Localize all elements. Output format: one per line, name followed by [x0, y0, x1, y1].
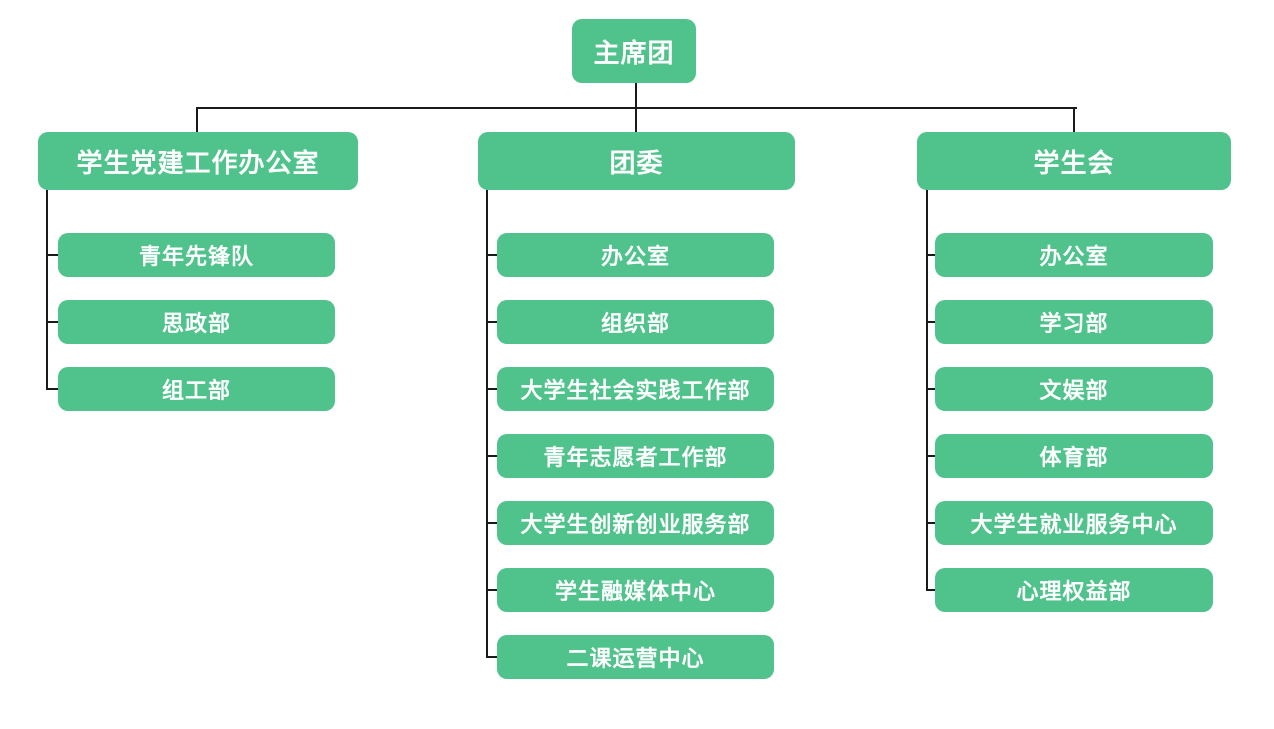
child-node-2-4: 青年志愿者工作部 — [497, 434, 774, 478]
connector-drop-branch-3 — [1073, 107, 1075, 133]
connector-branch1-stub-2 — [46, 321, 58, 323]
connector-root-stem — [635, 83, 637, 109]
child-node-2-6: 学生融媒体中心 — [497, 568, 774, 612]
child-node-3-3: 文娱部 — [935, 367, 1213, 411]
child-node-3-4: 体育部 — [935, 434, 1213, 478]
child-node-3-2: 学习部 — [935, 300, 1213, 344]
child-node-1-1: 青年先锋队 — [58, 233, 335, 277]
child-node-2-2: 组织部 — [497, 300, 774, 344]
connector-branch3-stub-5 — [926, 522, 935, 524]
child-node-2-7: 二课运营中心 — [497, 635, 774, 679]
connector-branch3-vertical — [926, 190, 928, 591]
connector-branch2-stub-3 — [486, 388, 497, 390]
root-node-presidium: 主席团 — [572, 19, 696, 83]
connector-branch2-stub-4 — [486, 455, 497, 457]
connector-branch2-stub-5 — [486, 522, 497, 524]
connector-branch3-stub-3 — [926, 388, 935, 390]
child-node-3-6: 心理权益部 — [935, 568, 1213, 612]
branch-node-student-union: 学生会 — [917, 132, 1231, 190]
child-node-2-3: 大学生社会实践工作部 — [497, 367, 774, 411]
child-node-1-2: 思政部 — [58, 300, 335, 344]
child-node-3-5: 大学生就业服务中心 — [935, 501, 1213, 545]
connector-drop-branch-2 — [635, 107, 637, 133]
connector-branch3-stub-1 — [926, 254, 935, 256]
child-node-1-3: 组工部 — [58, 367, 335, 411]
connector-branch1-vertical — [46, 190, 48, 390]
child-node-2-1: 办公室 — [497, 233, 774, 277]
connector-branch2-stub-6 — [486, 589, 497, 591]
connector-branch2-stub-2 — [486, 321, 497, 323]
connector-branch1-stub-1 — [46, 254, 58, 256]
child-node-3-1: 办公室 — [935, 233, 1213, 277]
connector-branch2-stub-7 — [486, 656, 497, 658]
connector-branch3-stub-2 — [926, 321, 935, 323]
connector-branch3-stub-6 — [926, 589, 935, 591]
branch-node-party-office: 学生党建工作办公室 — [38, 132, 358, 190]
connector-branch3-stub-4 — [926, 455, 935, 457]
connector-branch1-stub-3 — [46, 388, 58, 390]
connector-branch2-vertical — [486, 190, 488, 658]
connector-branch2-stub-1 — [486, 254, 497, 256]
connector-drop-branch-1 — [196, 107, 198, 133]
child-node-2-5: 大学生创新创业服务部 — [497, 501, 774, 545]
branch-node-youth-league: 团委 — [478, 132, 795, 190]
